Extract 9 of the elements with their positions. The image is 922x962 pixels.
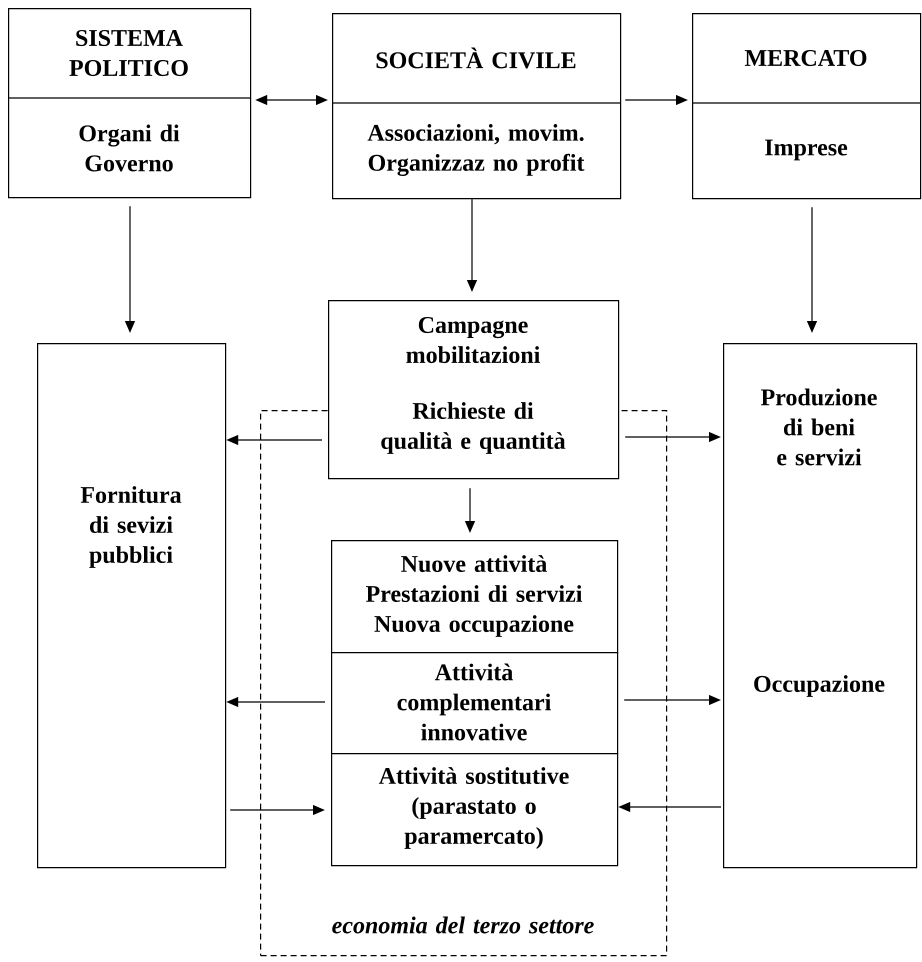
header-box: SISTEMA POLITICO Organi di Governo (8, 8, 252, 198)
header-box: SOCIETÀ CIVILE Associazioni, movim. Organizzaz no profit (332, 13, 622, 200)
column-box: Produzione di beni e servizi Occupazione (723, 343, 918, 868)
stack-box: Attività sostitutive (parastato o paramercato) (331, 753, 618, 866)
header-box: MERCATO Imprese (692, 13, 922, 200)
column-box: Fornitura di sevizi pubblici (37, 343, 226, 868)
stack-box: Attività complementari innovative (331, 652, 618, 754)
stack-box: Nuove attività Prestazioni di servizi Nuova occupazione (331, 540, 618, 654)
process-box: Campagne mobilitazioni Richieste di qualità e quantità (328, 300, 620, 480)
